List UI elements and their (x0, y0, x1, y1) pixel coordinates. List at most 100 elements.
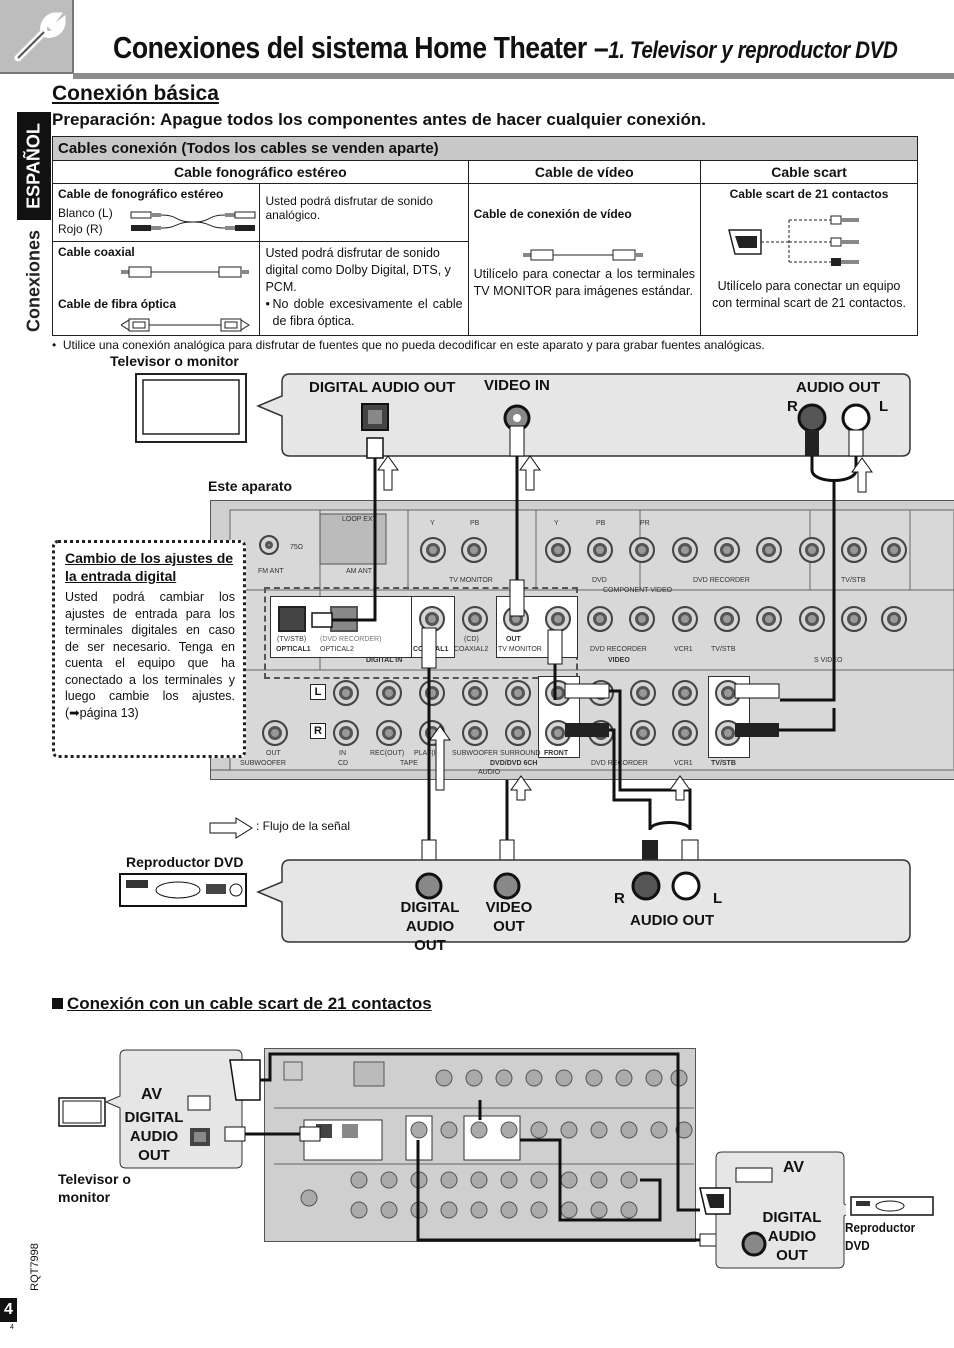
stereo-cable-icon (130, 211, 256, 231)
pb2-label: PB (596, 520, 606, 527)
surround-r-jack (505, 720, 531, 746)
vcr1-audio-l-jack (672, 680, 698, 706)
video-tvstb-in-jack (714, 606, 740, 632)
dvd-recorder-audio-label: DVD RECORDER (591, 760, 648, 767)
tv-digital-out-label: DIGITAL AUDIO OUT (309, 379, 456, 396)
video-desc: Utilícelo para conectar a los terminales… (473, 267, 696, 298)
jack (672, 537, 698, 563)
dvd-digital-out-label: DIGITAL AUDIO OUT (400, 899, 460, 954)
scart-tv-label: Televisor o monitor (58, 1171, 131, 1205)
section-tab: Conexiones (23, 229, 44, 333)
loop-ext-label: LOOP EXT (342, 516, 377, 523)
fm-ant-label: FM ANT (258, 568, 284, 575)
tv-icon (135, 373, 247, 443)
tvstb-audio-r-jack (715, 720, 741, 746)
cd-label: CD (338, 760, 349, 767)
sidebox-title: Cambio de los ajustes de la entrada digi… (65, 550, 234, 584)
video-tv-monitor-out-jack (503, 606, 529, 632)
optical1-label: OPTICAL1 (276, 646, 311, 653)
optical-cable-icon (121, 318, 250, 332)
out-sub-label: OUT (266, 750, 281, 757)
scart-cable-icon (728, 215, 860, 266)
cables-table: Cables conexión (Todos los cables se ven… (51, 136, 918, 336)
optical1-port (278, 606, 306, 632)
coax-cable-icon (121, 266, 249, 278)
analog-note: • Utilice una conexión analógica para di… (52, 338, 765, 352)
video-cable-name: Cable de conexión de vídeo (473, 207, 632, 221)
sidebox-body: Usted podrá cambiar los ajustes de entra… (65, 590, 235, 720)
dvd-l-label: L (713, 890, 723, 907)
front-l-jack (545, 680, 571, 706)
dvd-audio-out-label: AUDIO OUT (630, 912, 715, 929)
dvd-panel (256, 859, 911, 943)
vcr1-audio-label: VCR1 (674, 760, 693, 767)
scart-tv-digital-out-label: DIGITAL AUDIO OUT (124, 1109, 184, 1164)
wrench-icon (14, 12, 66, 62)
jack (587, 537, 613, 563)
coaxial2-label: COAXIAL2 (454, 646, 489, 653)
scart-dvd-panel (715, 1151, 846, 1269)
scart-desc: Utilícelo para conectar un equipo con te… (712, 279, 906, 310)
dvd-6ch-label: DVD/DVD 6CH (490, 760, 538, 767)
tvstb-comp-label: TV/STB (841, 577, 866, 584)
tvstb-audio-l-jack (715, 680, 741, 706)
digital-in-label: DIGITAL IN (366, 657, 403, 664)
y2-label: Y (554, 520, 559, 527)
unit-label: Este aparato (208, 478, 293, 494)
dvd-video-out-label: VIDEO OUT (485, 899, 533, 935)
svideo-dvd-jack (799, 606, 825, 632)
coaxial2-jack (462, 606, 488, 632)
jack (461, 537, 487, 563)
audio-r-marker: R (310, 723, 326, 739)
s-video-label: S VIDEO (814, 657, 843, 664)
jack (545, 537, 571, 563)
rec-out-label: REC(OUT) (370, 750, 405, 757)
sub2-jack (462, 720, 488, 746)
scart-heading: Conexión con un cable scart de 21 contac… (52, 994, 432, 1014)
page-number: 4 (0, 1298, 17, 1322)
col-stereo: Cable fonográfico estéreo (52, 160, 469, 184)
video-dvdrec-out-jack (587, 606, 613, 632)
language-tab: ESPAÑOL (17, 112, 51, 220)
digital-desc: Usted podrá disfrutar de sonido digital … (265, 246, 451, 294)
scart-tv-panel (104, 1049, 243, 1169)
front-r-jack (545, 720, 571, 746)
dvd-player-label: Reproductor DVD (126, 854, 244, 870)
tv-monitor-small-label: TV MONITOR (498, 646, 542, 653)
red-label: Rojo (R) (58, 222, 103, 236)
subwoofer-in-label: SUBWOOFER (452, 750, 498, 757)
jack (756, 537, 782, 563)
jack (629, 537, 655, 563)
jack (841, 537, 867, 563)
square-bullet-icon (52, 998, 63, 1009)
audio-l-marker: L (310, 684, 326, 700)
coax-cable-name: Cable coaxial (58, 245, 135, 259)
scart-plug-icon (699, 1187, 731, 1215)
basic-heading: Conexión básica (52, 82, 219, 105)
title-rule (73, 73, 954, 79)
vcr1-audio-r-jack (672, 720, 698, 746)
surround-label: SURROUND (500, 750, 541, 757)
white-label: Blanco (L) (58, 206, 113, 220)
surround-l-jack (505, 680, 531, 706)
play-in-label: PLAY(IN) (414, 750, 444, 757)
dvd-recorder-video-label: DVD RECORDER (590, 646, 647, 653)
optical-cable-name: Cable de fibra óptica (58, 297, 177, 311)
video-vcr1-in-jack (672, 606, 698, 632)
front-label: FRONT (544, 750, 569, 757)
page-title: Conexiones del sistema Home Theater –1. … (113, 30, 898, 65)
ohm-label: 75Ω (290, 544, 304, 551)
sub-jack (462, 680, 488, 706)
optical2-label: OPTICAL2 (320, 646, 354, 653)
tvstb-paren-label: (TV/STB) (277, 636, 307, 643)
audio-group-label: AUDIO (478, 769, 501, 776)
stereo-desc: Usted podrá disfrutar de sonido analógic… (259, 183, 469, 242)
doc-code: RQT7998 (29, 1243, 41, 1291)
digital-bullet: No doble excesivamente el cable de fibra… (272, 297, 463, 328)
tv-l-label: L (879, 398, 889, 415)
pb-label: PB (470, 520, 480, 527)
dvdrec-audio-out-l-jack (588, 680, 614, 706)
tv-monitor-label: TV MONITOR (449, 577, 493, 584)
stereo-cable-name: Cable de fonográfico estéreo (58, 187, 224, 201)
tv-video-in-label: VIDEO IN (484, 377, 550, 394)
